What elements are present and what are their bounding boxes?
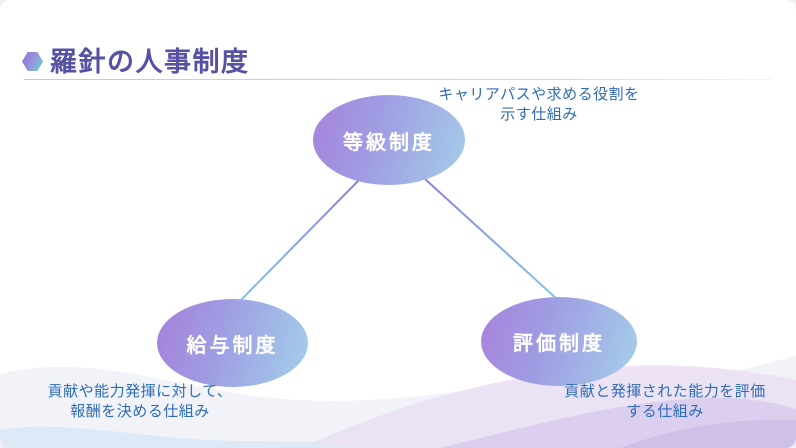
node-grade-label: 等級制度 — [343, 131, 435, 154]
connector-grade-evaluation — [424, 178, 559, 301]
connector-grade-salary — [238, 178, 361, 303]
hexagon-bullet-icon — [22, 52, 43, 71]
node-evaluation-system: 評価制度 — [481, 297, 637, 386]
wave-corner-blue-left — [0, 426, 350, 448]
node-evaluation-label: 評価制度 — [513, 333, 605, 355]
title-divider — [24, 79, 772, 80]
node-grade-system: 等級制度 — [313, 95, 465, 185]
wave-lavender-far-right — [620, 419, 796, 448]
annotation-salary-line1: 貢献や能力発揮に対して、 — [47, 383, 233, 400]
node-salary-label: 給与制度 — [186, 334, 279, 357]
slide-title: 羅針の人事制度 — [50, 47, 250, 77]
annotation-salary-system: 貢献や能力発揮に対して、 報酬を決める仕組み — [19, 382, 261, 422]
annotation-evaluation-system: 貢献と発揮された能力を評価 する仕組み — [534, 382, 796, 422]
annotation-grade-system: キャリアパスや求める役割を 示す仕組み — [408, 85, 670, 125]
node-salary-system: 給与制度 — [157, 299, 308, 387]
annotation-evaluation-line2: する仕組み — [626, 403, 704, 420]
annotation-salary-line2: 報酬を決める仕組み — [70, 403, 210, 420]
annotation-evaluation-line1: 貢献と発揮された能力を評価 — [564, 383, 766, 400]
annotation-grade-line2: 示す仕組み — [500, 106, 578, 123]
annotation-grade-line1: キャリアパスや求める役割を — [438, 86, 640, 103]
